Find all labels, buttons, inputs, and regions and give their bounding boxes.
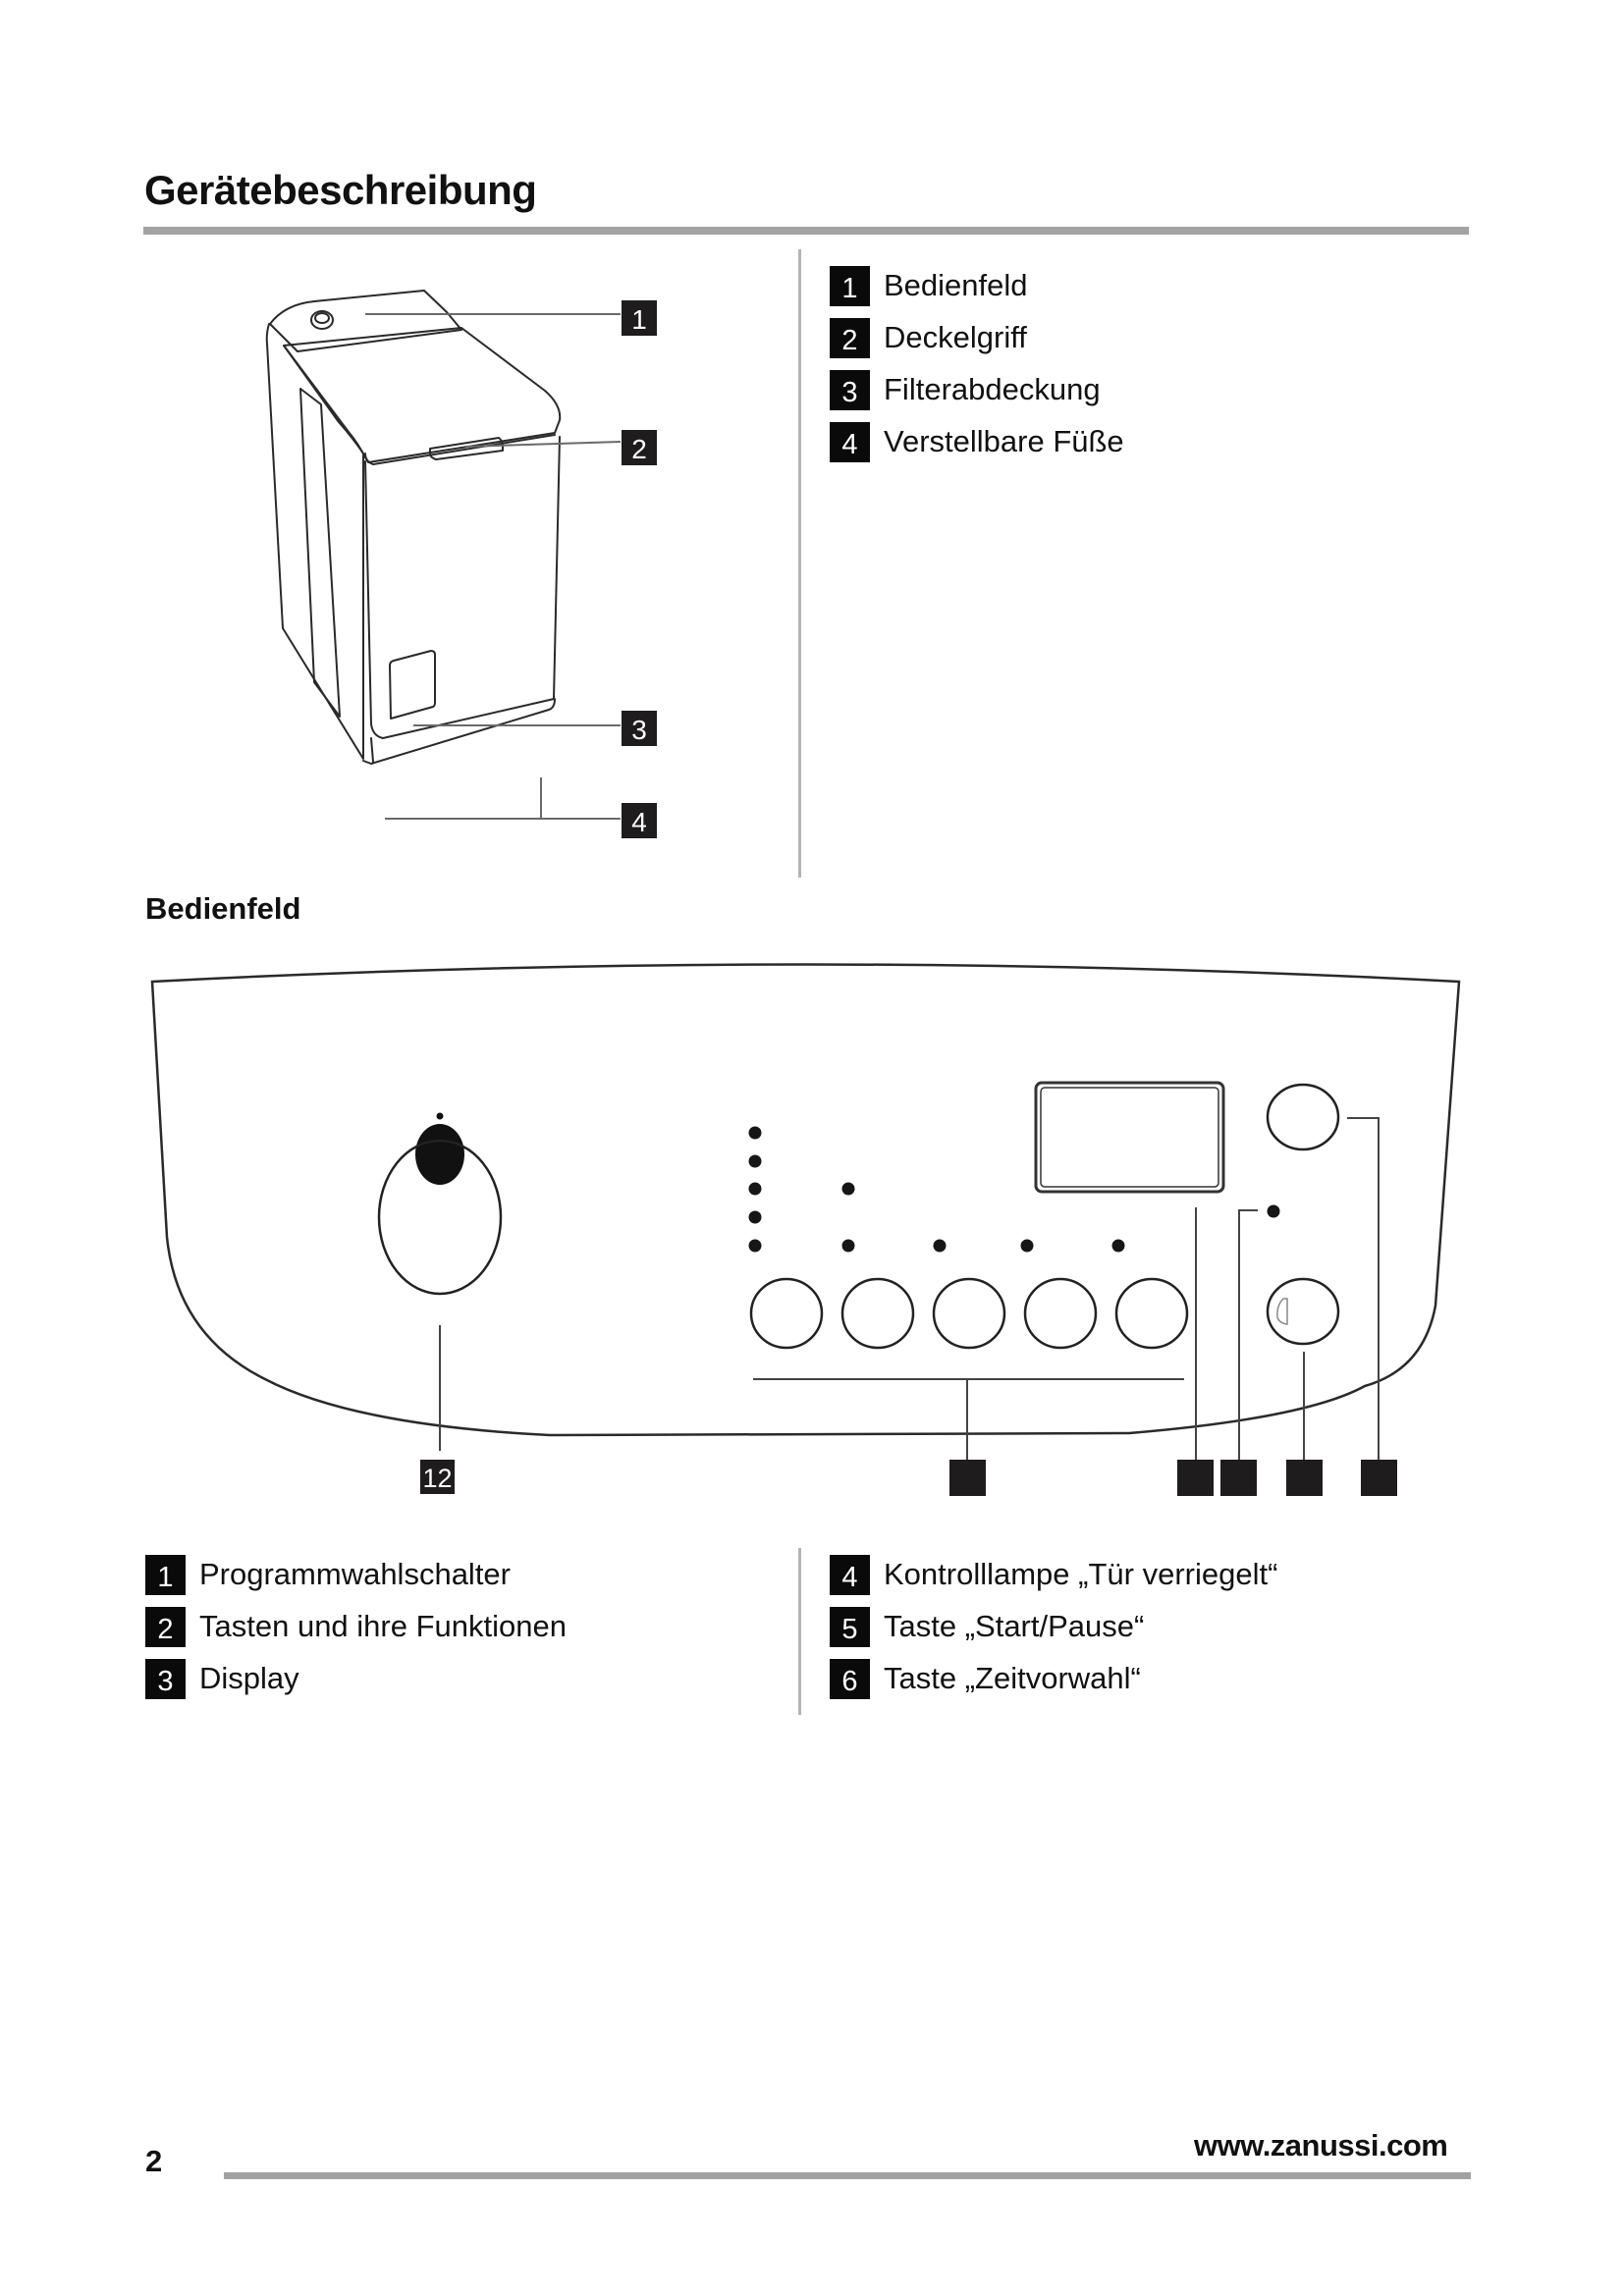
callout-delay-start (1361, 1460, 1397, 1496)
machine-front (364, 436, 561, 739)
callout-1: 1 (622, 300, 657, 336)
section-title: Bedienfeld (145, 891, 301, 926)
callout-start-pause (1286, 1460, 1323, 1496)
start-pause-button (1266, 1277, 1340, 1346)
legend-item: 4 Kontrolllampe „Tür verriegelt“ (830, 1553, 1277, 1596)
machine-control-strip (269, 290, 462, 352)
legend-item: 3 Display (145, 1657, 567, 1700)
legend-number: 3 (145, 1658, 186, 1699)
callout-3: 3 (622, 711, 657, 746)
panel-legend-right: 4 Kontrolllampe „Tür verriegelt“ 5 Taste… (830, 1553, 1277, 1700)
column-divider-top (798, 249, 801, 878)
callout-knob: 12 (420, 1460, 455, 1494)
legend-label: Tasten und ihre Funktionen (199, 1609, 567, 1643)
function-buttons (749, 1277, 1189, 1350)
machine-lid (283, 327, 562, 463)
legend-label: Bedienfeld (884, 268, 1028, 302)
display-window (1034, 1081, 1225, 1194)
callout-buttons (949, 1460, 986, 1496)
legend-item: 1 Programmwahlschalter (145, 1553, 567, 1596)
program-selector-knob (377, 1112, 503, 1296)
leader-line-lamp (1238, 1209, 1258, 1461)
delay-start-button (1266, 1083, 1340, 1151)
callout-door-lamp (1220, 1460, 1257, 1496)
legend-item: 3 Filterabdeckung (830, 368, 1124, 411)
leader-line-delay (1347, 1117, 1380, 1461)
panel-outline (150, 963, 1461, 1437)
column-divider-bottom (798, 1548, 801, 1715)
overview-legend: 1 Bedienfeld 2 Deckelgriff 3 Filterabdec… (830, 264, 1124, 463)
filter-cover (389, 650, 436, 720)
footer-rule (224, 2172, 1471, 2179)
leader-line-2 (464, 441, 622, 448)
legend-number: 2 (830, 317, 870, 358)
title-rule (143, 227, 1469, 235)
legend-label: Taste „Start/Pause“ (884, 1609, 1145, 1643)
legend-number: 6 (830, 1658, 870, 1699)
callout-display (1177, 1460, 1214, 1496)
legend-item: 2 Deckelgriff (830, 316, 1124, 359)
legend-label: Verstellbare Füße (884, 424, 1124, 458)
legend-label: Filterabdeckung (884, 372, 1101, 406)
legend-number: 1 (830, 265, 870, 306)
legend-number: 1 (145, 1554, 186, 1595)
legend-number: 4 (830, 421, 870, 462)
legend-label: Deckelgriff (884, 320, 1027, 354)
legend-label: Display (199, 1661, 299, 1695)
legend-item: 6 Taste „Zeitvorwahl“ (830, 1657, 1277, 1700)
legend-label: Programmwahlschalter (199, 1557, 511, 1591)
machine-knob (310, 310, 334, 330)
machine-left-side (265, 323, 364, 760)
legend-number: 3 (830, 369, 870, 410)
legend-item: 2 Tasten und ihre Funktionen (145, 1605, 567, 1648)
website-link[interactable]: www.zanussi.com (1194, 2128, 1448, 2163)
page-number: 2 (145, 2144, 163, 2178)
legend-item: 4 Verstellbare Füße (830, 420, 1124, 463)
legend-number: 4 (830, 1554, 870, 1595)
legend-label: Kontrolllampe „Tür verriegelt“ (884, 1557, 1278, 1591)
legend-item: 1 Bedienfeld (830, 264, 1124, 307)
panel-legend-left: 1 Programmwahlschalter 2 Tasten und ihre… (145, 1553, 567, 1700)
callout-2: 2 (622, 430, 657, 465)
legend-number: 5 (830, 1606, 870, 1647)
legend-number: 2 (145, 1606, 186, 1647)
page-title: Gerätebeschreibung (144, 167, 537, 213)
legend-label: Taste „Zeitvorwahl“ (884, 1661, 1141, 1695)
indicator-lights (748, 1126, 1280, 1253)
callout-4: 4 (622, 803, 657, 838)
legend-item: 5 Taste „Start/Pause“ (830, 1605, 1277, 1648)
